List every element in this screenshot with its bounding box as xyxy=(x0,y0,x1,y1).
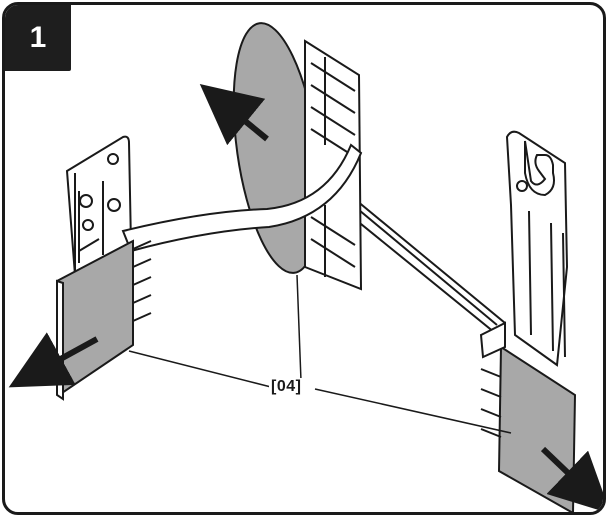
arrow-down-left-icon xyxy=(8,332,99,388)
step-number-badge: 1 xyxy=(5,5,71,71)
instruction-panel: 1 [04] xyxy=(2,2,606,515)
right-mounting-bracket xyxy=(505,130,569,367)
assembly-diagram xyxy=(8,22,603,512)
right-connector-block xyxy=(479,321,577,512)
callout-leader-lines xyxy=(128,274,512,434)
arrow-up-left-icon xyxy=(199,84,269,146)
ribbon-cable xyxy=(121,143,363,253)
left-mounting-bracket xyxy=(65,135,133,277)
left-connector-block xyxy=(55,239,152,401)
central-module-disc xyxy=(232,22,363,291)
support-rail xyxy=(344,188,506,344)
part-callout-label: [04] xyxy=(269,378,304,396)
arrow-down-right-icon xyxy=(540,446,603,512)
